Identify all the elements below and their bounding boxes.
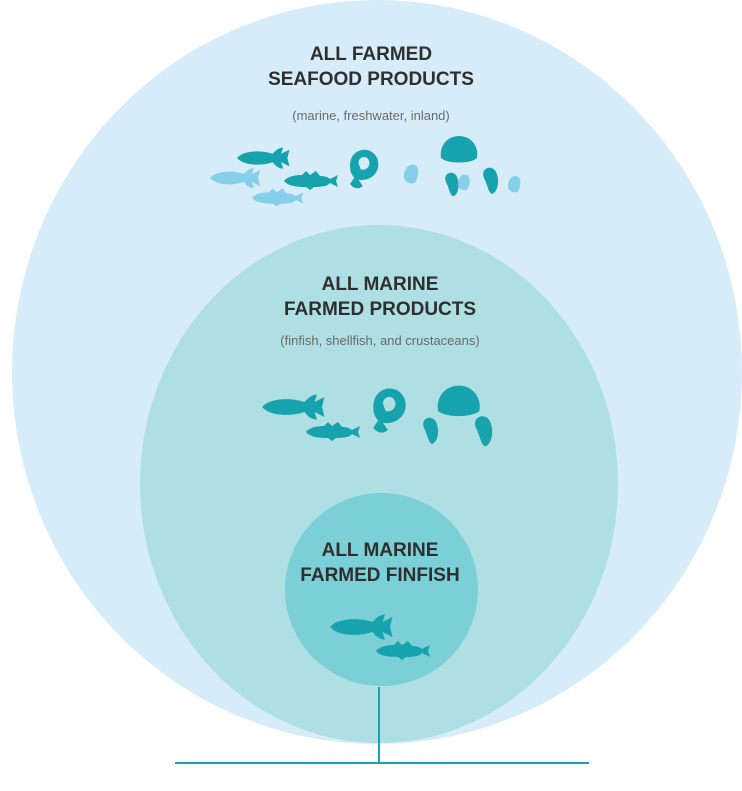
outer-subtitle: (marine, freshwater, inland): [292, 108, 450, 123]
oyster-icon: [423, 417, 439, 444]
cod-icon: [306, 422, 360, 441]
middle-subtitle: (finfish, shellfish, and crustaceans): [280, 333, 480, 348]
shrimp-icon: [373, 388, 406, 433]
cod-icon: [252, 188, 304, 207]
oyster-icon: [483, 167, 499, 194]
clam-icon: [437, 385, 480, 417]
scallop-icon: [508, 176, 521, 193]
fish-icon: [237, 147, 290, 169]
scallop-icon: [404, 164, 419, 184]
shrimp-icon: [350, 149, 379, 189]
oyster-icon: [475, 416, 493, 447]
cod-icon: [284, 171, 338, 190]
outer-title: ALL FARMED SEAFOOD PRODUCTS: [268, 44, 474, 91]
oyster-icon: [445, 172, 459, 197]
middle-title: ALL MARINE FARMED PRODUCTS: [283, 274, 477, 321]
fish-icon: [330, 614, 393, 640]
clam-icon: [440, 136, 478, 163]
cod-icon: [376, 641, 430, 660]
scallop-icon: [458, 174, 470, 191]
fish-icon: [210, 168, 260, 188]
inner-title: ALL MARINE FARMED FINFISH: [300, 540, 460, 587]
fish-icon: [262, 394, 325, 420]
